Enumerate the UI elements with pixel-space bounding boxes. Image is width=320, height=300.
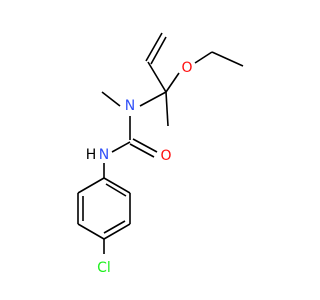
bond-ring-4	[77, 223, 105, 240]
bond-nmethyl-ch3	[101, 91, 121, 107]
atom-cl: Cl	[97, 260, 111, 276]
structure-diagram: N O O H N Cl	[77, 32, 244, 276]
molecule-canvas: N O O H N Cl	[77, 32, 244, 276]
bond-oether-ch2	[194, 51, 213, 64]
bonds	[77, 32, 244, 254]
bond-carbonyl-o-a	[129, 143, 155, 158]
bond-quat-methyl	[165, 91, 169, 127]
bond-ch2-ch3	[211, 51, 244, 67]
bond-carbonyl-o-b	[132, 138, 158, 153]
atom-o-carbonyl: O	[160, 148, 171, 164]
bond-vinyl-quat	[147, 61, 167, 93]
bond-quat-nmethyl	[139, 91, 167, 107]
bond-ring-6	[77, 177, 105, 194]
bond-vinyl-double-b	[150, 36, 167, 65]
atom-labels: N O O H N Cl	[86, 60, 193, 276]
bond-ring-inner-1	[105, 183, 127, 197]
bond-carbonyl-nh	[111, 141, 131, 153]
atom-h-amide: H	[86, 147, 97, 163]
bond-vinyl-double-a	[145, 32, 163, 62]
bond-quat-oether	[165, 72, 180, 93]
atom-o-ether: O	[181, 60, 192, 76]
bond-ring-3	[103, 223, 131, 240]
bond-ring-1	[103, 177, 131, 194]
atom-n-amide: N	[99, 147, 109, 163]
bond-ring-inner-2	[103, 220, 126, 234]
atom-n-methyl: N	[125, 98, 135, 114]
